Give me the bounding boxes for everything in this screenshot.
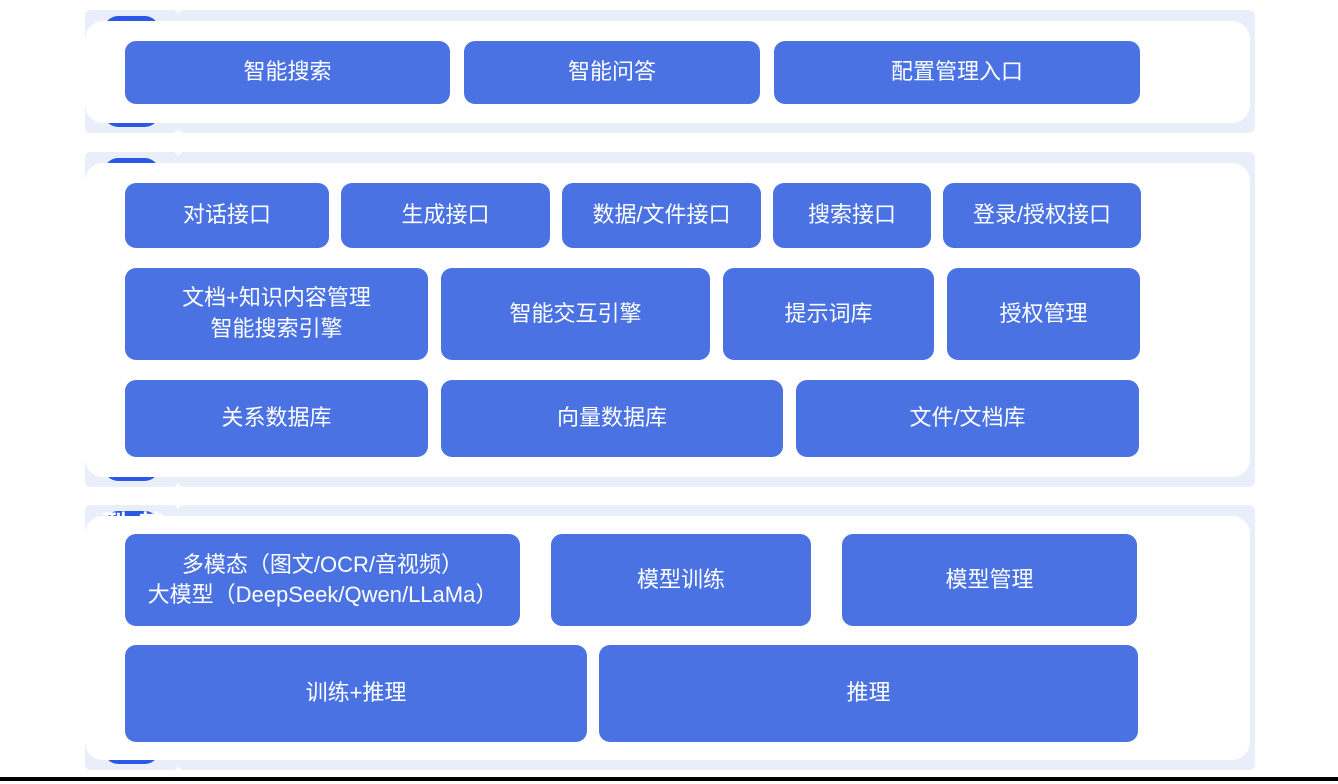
diagram-block: 模型训练 [551,534,811,627]
diagram-block: 智能交互引擎 [441,268,710,360]
diagram-block: 提示词库 [723,268,934,360]
diagram-block: 登录/授权接口 [943,183,1141,248]
diagram-block: 关系数据库 [125,380,428,457]
diagram-block: 模型管理 [842,534,1137,627]
diagram-block: 推理 [599,644,1138,742]
section-band-2: 接口应用数据层对话接口生成接口数据/文件接口搜索接口登录/授权接口文档+知识内容… [85,152,1255,487]
bottom-divider-bar [0,777,1338,781]
diagram-block: 向量数据库 [441,380,783,457]
section-band-3: 基础模型算力层多模态（图文/OCR/音视频） 大模型（DeepSeek/Qwen… [85,505,1255,770]
diagram-block: 智能搜索 [125,40,450,104]
diagram-block: 文件/文档库 [796,380,1139,457]
diagram-block: 授权管理 [947,268,1140,360]
block-row: 关系数据库向量数据库文件/文档库 [125,380,1232,457]
content-card: 智能搜索智能问答配置管理入口 [85,21,1250,123]
diagram-block: 智能问答 [464,40,760,104]
block-row: 多模态（图文/OCR/音视频） 大模型（DeepSeek/Qwen/LLaMa）… [125,534,1232,627]
diagram-block: 训练+推理 [125,644,587,742]
block-row: 对话接口生成接口数据/文件接口搜索接口登录/授权接口 [125,183,1232,248]
diagram-block: 对话接口 [125,183,329,248]
content-card: 多模态（图文/OCR/音视频） 大模型（DeepSeek/Qwen/LLaMa）… [85,516,1250,760]
diagram-block: 配置管理入口 [774,40,1140,104]
content-card: 对话接口生成接口数据/文件接口搜索接口登录/授权接口文档+知识内容管理 智能搜索… [85,163,1250,477]
block-row: 智能搜索智能问答配置管理入口 [125,40,1232,104]
block-row: 文档+知识内容管理 智能搜索引擎智能交互引擎提示词库授权管理 [125,268,1232,360]
diagram-block: 多模态（图文/OCR/音视频） 大模型（DeepSeek/Qwen/LLaMa） [125,534,520,627]
diagram-block: 数据/文件接口 [562,183,761,248]
diagram-block: 搜索接口 [773,183,931,248]
section-band-1: 用户智能搜索智能问答配置管理入口 [85,10,1255,133]
diagram-block: 生成接口 [341,183,550,248]
block-row: 训练+推理推理 [125,644,1232,742]
diagram-block: 文档+知识内容管理 智能搜索引擎 [125,268,428,360]
